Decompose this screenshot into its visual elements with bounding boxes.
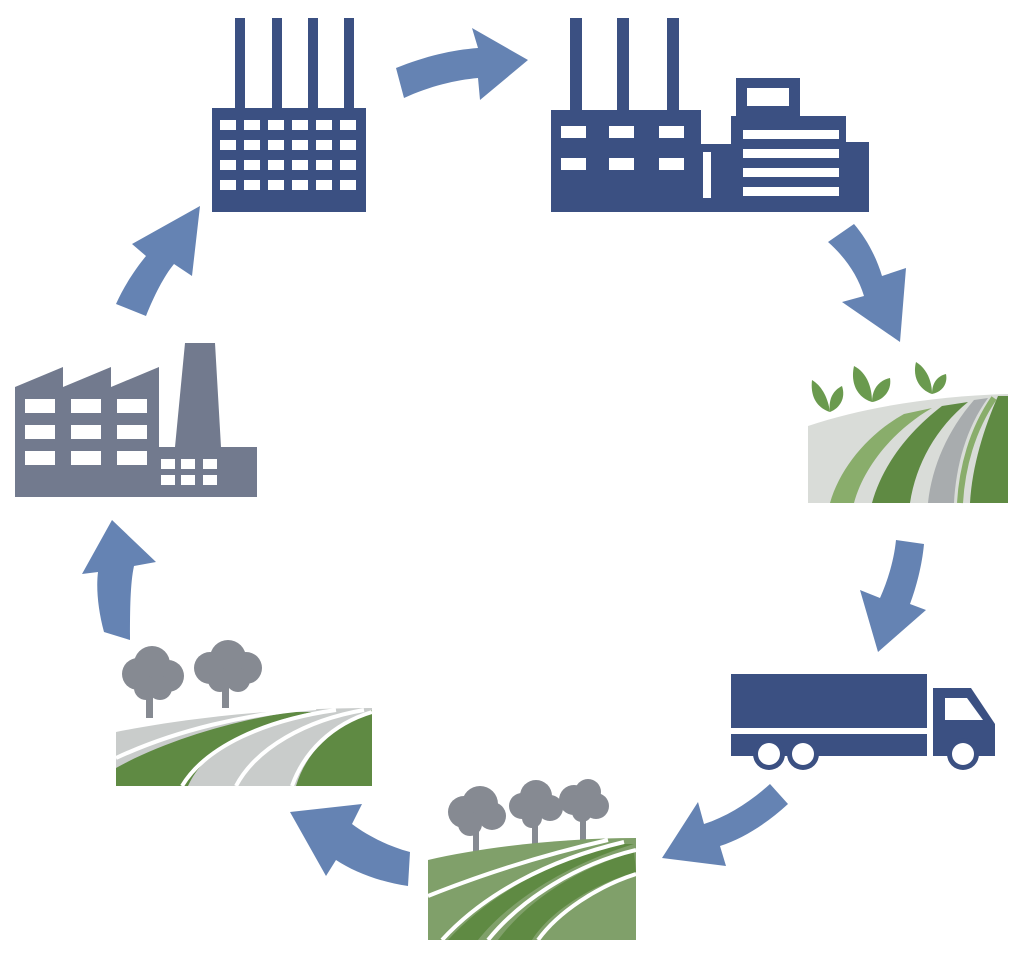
flow-arrow-bottom xyxy=(290,804,410,886)
flow-arrow-right xyxy=(860,540,926,652)
delivery-truck-icon xyxy=(731,674,995,770)
tall-chimney-factory-icon xyxy=(212,18,366,212)
flow-arrow-top xyxy=(396,28,528,100)
flow-arrow-upper-right xyxy=(828,224,910,342)
processing-plant-icon xyxy=(551,18,869,212)
industrial-factory-icon xyxy=(15,343,257,497)
flow-arrow-lower-left xyxy=(82,520,156,640)
crop-field-icon xyxy=(808,358,1008,504)
flow-arrow-lower-right xyxy=(662,784,788,866)
flow-arrow-upper-left xyxy=(116,206,200,316)
tree-farmland-icon xyxy=(427,776,637,942)
tree-field-icon xyxy=(115,640,373,788)
